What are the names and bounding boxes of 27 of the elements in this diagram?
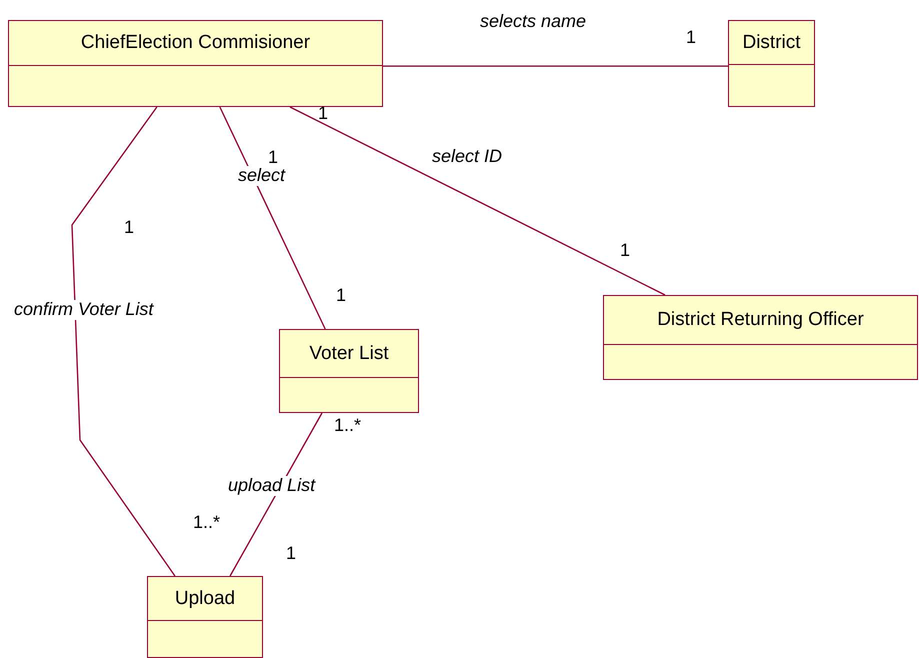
class-name: Voter List xyxy=(309,342,389,364)
class-name: Upload xyxy=(174,588,236,610)
association-line xyxy=(383,65,728,67)
multiplicity-label: 1 xyxy=(336,286,346,306)
edge-label: confirm Voter List xyxy=(14,300,154,320)
multiplicity-label: 1 xyxy=(620,241,630,261)
multiplicity-label: 1 xyxy=(268,148,278,168)
association-line xyxy=(290,106,666,296)
multiplicity-label: 1 xyxy=(286,544,296,564)
class-name: District Returning Officer xyxy=(657,309,864,331)
class-name: ChiefElection Commisioner xyxy=(80,32,310,54)
association-line xyxy=(219,106,326,330)
multiplicity-label: 1..* xyxy=(334,416,362,436)
association-line xyxy=(229,412,323,576)
multiplicity-label: 1 xyxy=(318,104,328,124)
class-box xyxy=(728,20,815,107)
class-box xyxy=(603,295,918,380)
edge-label: upload List xyxy=(228,476,316,496)
multiplicity-label: 1..* xyxy=(193,513,220,533)
class-box xyxy=(8,20,383,107)
class-box xyxy=(279,329,419,413)
multiplicity-label: 1 xyxy=(686,28,696,48)
association-line xyxy=(71,106,176,576)
multiplicity-label: 1 xyxy=(124,218,134,238)
class-box xyxy=(147,576,263,658)
class-name: District xyxy=(742,32,801,54)
edge-label: select xyxy=(238,166,286,186)
